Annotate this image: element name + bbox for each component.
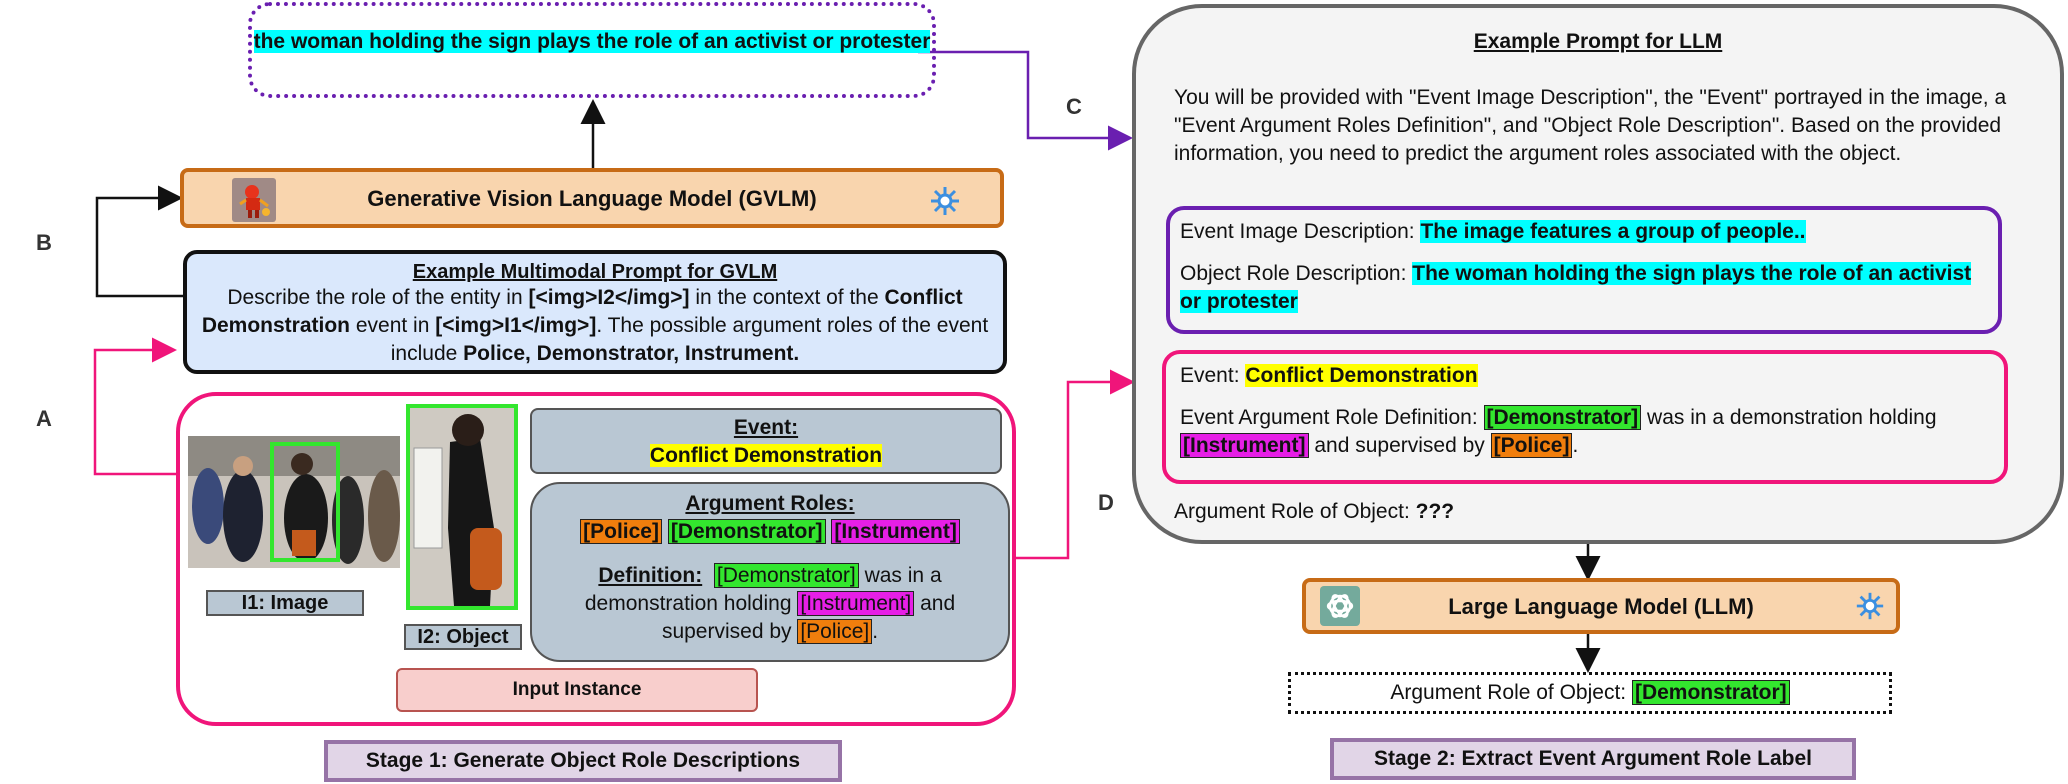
gvlm-output-box: the woman holding the sign plays the rol… [248, 2, 936, 98]
gvlm-output-text: the woman holding the sign plays the rol… [253, 30, 931, 53]
object-role-description: Object Role Description: The woman holdi… [1180, 262, 1972, 313]
definition-instrument: [Instrument] [797, 591, 915, 616]
arrow-a [93, 337, 180, 476]
llm-label: Large Language Model (LLM) [1448, 594, 1754, 619]
result-box: Argument Role of Object: [Demonstrator] [1288, 672, 1892, 714]
argument-role-query: Argument Role of Object: ??? [1174, 500, 1455, 523]
llm-role-definition: Event Argument Role Definition: [Demonst… [1180, 405, 1937, 458]
scene-image [188, 436, 400, 568]
label-d: D [1098, 490, 1114, 515]
snowflake-gear-icon [1854, 590, 1886, 622]
llm-event: Event: Conflict Demonstration [1180, 364, 1478, 387]
definition-text: Definition: [Demonstrator] was in a demo… [584, 563, 956, 644]
role-instrument: [Instrument] [831, 519, 960, 544]
event-heading: Event: [733, 416, 799, 439]
label-a: A [36, 406, 52, 431]
role-police: [Police] [580, 519, 662, 544]
gvlm-box: Generative Vision Language Model (GVLM) [180, 168, 1004, 228]
event-value: Conflict Demonstration [649, 444, 883, 467]
multimodal-prompt-title: Example Multimodal Prompt for GVLM [412, 261, 778, 283]
event-box: Event: Conflict Demonstration [530, 408, 1002, 474]
stage2-label: Stage 2: Extract Event Argument Role Lab… [1330, 738, 1856, 780]
result-value: [Demonstrator] [1631, 680, 1790, 705]
definition-demonstrator: [Demonstrator] [713, 563, 859, 588]
llm-box: Large Language Model (LLM) [1302, 578, 1900, 634]
definition-heading: Definition: [598, 564, 703, 587]
arrow-b [95, 185, 183, 298]
robot-icon [232, 178, 276, 222]
event-definition-box: Event: Conflict Demonstration Event Argu… [1162, 350, 2008, 484]
llm-prompt-panel: Example Prompt for LLM You will be provi… [1132, 4, 2064, 544]
input-instance-box: I1: Image I2: Object Event: Conflict Dem… [176, 392, 1016, 726]
multimodal-prompt-text: Describe the role of the entity in [<img… [201, 286, 989, 365]
object-image [406, 404, 518, 610]
gvlm-label: Generative Vision Language Model (GVLM) [367, 186, 817, 211]
result-label: Argument Role of Object: [1390, 681, 1632, 704]
image-label: I1: Image [206, 590, 364, 616]
roles-list: [Police] [Demonstrator] [Instrument] [532, 518, 1008, 546]
llm-prompt-intro: You will be provided with "Event Image D… [1174, 86, 2007, 165]
role-demonstrator: [Demonstrator] [667, 519, 826, 544]
event-image-description: Event Image Description: The image featu… [1180, 220, 1806, 243]
arrow-d [1016, 369, 1135, 560]
input-instance-caption: Input Instance [396, 668, 758, 712]
roles-heading: Argument Roles: [685, 492, 855, 515]
snowflake-gear-icon [928, 184, 962, 218]
label-b: B [36, 230, 52, 255]
stage1-label: Stage 1: Generate Object Role Descriptio… [324, 740, 842, 782]
object-label: I2: Object [404, 624, 522, 650]
roles-definition-box: Argument Roles: [Police] [Demonstrator] … [530, 482, 1010, 662]
description-box: Event Image Description: The image featu… [1166, 206, 2002, 334]
llm-prompt-title: Example Prompt for LLM [1473, 30, 1723, 53]
openai-icon [1320, 586, 1360, 626]
arrow-c [918, 50, 1133, 151]
definition-police: [Police] [797, 619, 873, 644]
multimodal-prompt-box: Example Multimodal Prompt for GVLM Descr… [183, 250, 1007, 374]
label-c: C [1066, 94, 1082, 119]
